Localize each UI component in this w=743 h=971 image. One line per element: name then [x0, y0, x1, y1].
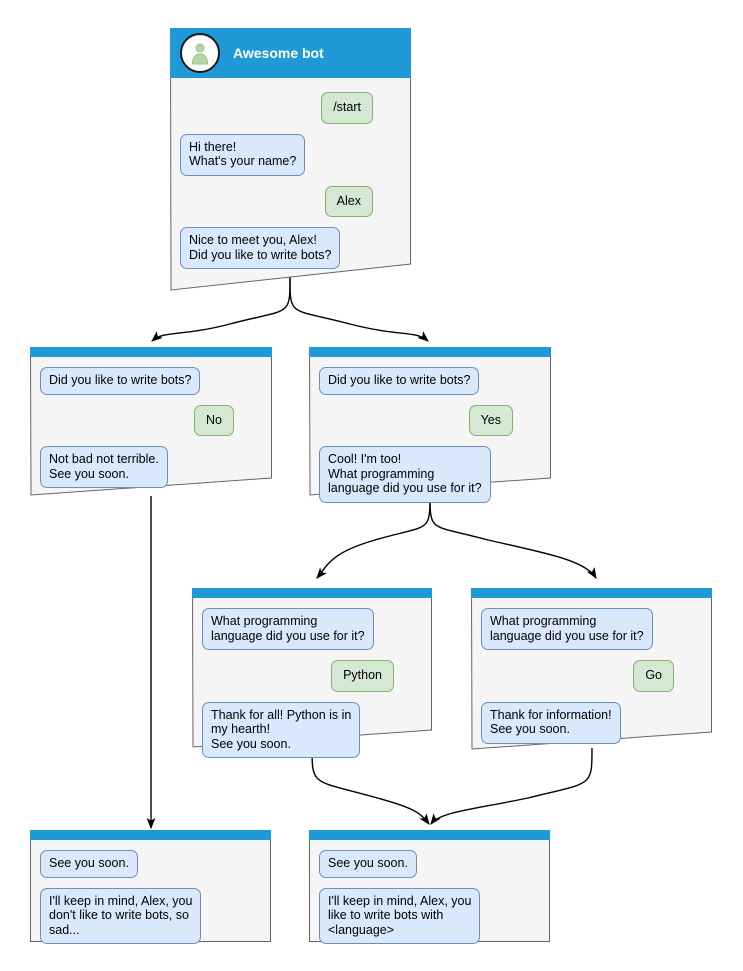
card-header-end-sad [30, 830, 271, 840]
message-row: Thank for information! See you soon. [481, 701, 702, 744]
bot-message-bubble: Nice to meet you, Alex! Did you like to … [180, 227, 341, 269]
card-title-start: Awesome bot [233, 45, 324, 61]
bot-message-bubble: Did you like to write bots? [319, 367, 480, 395]
message-row: Did you like to write bots? [40, 367, 262, 395]
chat-card-answer-no[interactable]: Did you like to write bots? No Not bad n… [30, 347, 272, 497]
card-body-answer-yes: Did you like to write bots? Yes Cool! I'… [309, 359, 551, 513]
card-body-end-happy: See you soon. I'll keep in mind, Alex, y… [309, 842, 550, 954]
message-row: See you soon. [319, 850, 540, 878]
bot-message-bubble: Cool! I'm too! What programming language… [319, 446, 491, 503]
message-row: Yes [319, 404, 541, 436]
message-row: What programming language did you use fo… [202, 608, 422, 650]
chat-card-answer-yes[interactable]: Did you like to write bots? Yes Cool! I'… [309, 347, 551, 503]
connector-go-to-end [430, 747, 593, 825]
chat-card-end-sad[interactable]: See you soon. I'll keep in mind, Alex, y… [30, 830, 271, 944]
bot-message-bubble: What programming language did you use fo… [202, 608, 374, 650]
message-row: Cool! I'm too! What programming language… [319, 446, 541, 503]
user-message-bubble: Alex [324, 185, 373, 217]
message-row: Nice to meet you, Alex! Did you like to … [180, 227, 401, 269]
message-row: No [40, 404, 262, 436]
bot-message-bubble: Hi there! What's your name? [180, 133, 306, 176]
card-header-start: Awesome bot [170, 28, 411, 78]
card-header-answer-no [30, 347, 272, 357]
card-header-lang-python [192, 588, 432, 598]
card-body-answer-no: Did you like to write bots? No Not bad n… [30, 359, 272, 498]
chat-card-lang-python[interactable]: What programming language did you use fo… [192, 588, 432, 758]
bot-message-bubble: Thank for all! Python is in my hearth! S… [202, 701, 361, 758]
bot-message-bubble: See you soon. [40, 850, 138, 878]
message-row: Hi there! What's your name? [180, 133, 401, 176]
card-body-end-sad: See you soon. I'll keep in mind, Alex, y… [30, 842, 271, 954]
card-body-lang-python: What programming language did you use fo… [192, 600, 432, 768]
bot-message-bubble: What programming language did you use fo… [481, 608, 653, 650]
bot-message-bubble: Not bad not terrible. See you soon. [40, 446, 168, 488]
bot-message-bubble: Thank for information! See you soon. [481, 701, 621, 744]
bot-message-bubble: Did you like to write bots? [40, 367, 201, 395]
user-message-bubble: /start [321, 92, 373, 124]
message-row: Go [481, 660, 702, 692]
message-row: See you soon. [40, 850, 261, 878]
message-row: Did you like to write bots? [319, 367, 541, 395]
card-body-lang-go: What programming language did you use fo… [471, 600, 712, 754]
card-body-start: /start Hi there! What's your name? Alex … [170, 84, 411, 279]
chat-card-end-happy[interactable]: See you soon. I'll keep in mind, Alex, y… [309, 830, 550, 944]
message-row: Not bad not terrible. See you soon. [40, 446, 262, 488]
chat-card-lang-go[interactable]: What programming language did you use fo… [471, 588, 712, 752]
user-message-bubble: Python [331, 660, 394, 692]
message-row: /start [180, 92, 401, 124]
person-avatar-icon [180, 33, 220, 73]
bot-message-bubble: See you soon. [319, 850, 417, 878]
message-row: What programming language did you use fo… [481, 608, 702, 650]
card-header-answer-yes [309, 347, 551, 357]
message-row: I'll keep in mind, Alex, you like to wri… [319, 887, 540, 944]
card-header-end-happy [309, 830, 550, 840]
message-row: Python [202, 660, 422, 692]
message-row: I'll keep in mind, Alex, you don't like … [40, 887, 261, 944]
bot-message-bubble: I'll keep in mind, Alex, you don't like … [40, 887, 202, 944]
user-message-bubble: Go [633, 660, 674, 692]
user-message-bubble: Yes [468, 404, 513, 436]
user-message-bubble: No [194, 404, 234, 436]
message-row: Alex [180, 185, 401, 217]
bot-message-bubble: I'll keep in mind, Alex, you like to wri… [319, 887, 481, 944]
card-header-lang-go [471, 588, 712, 598]
chat-card-start[interactable]: Awesome bot /start Hi there! What's your… [170, 28, 411, 292]
message-row: Thank for all! Python is in my hearth! S… [202, 701, 422, 758]
